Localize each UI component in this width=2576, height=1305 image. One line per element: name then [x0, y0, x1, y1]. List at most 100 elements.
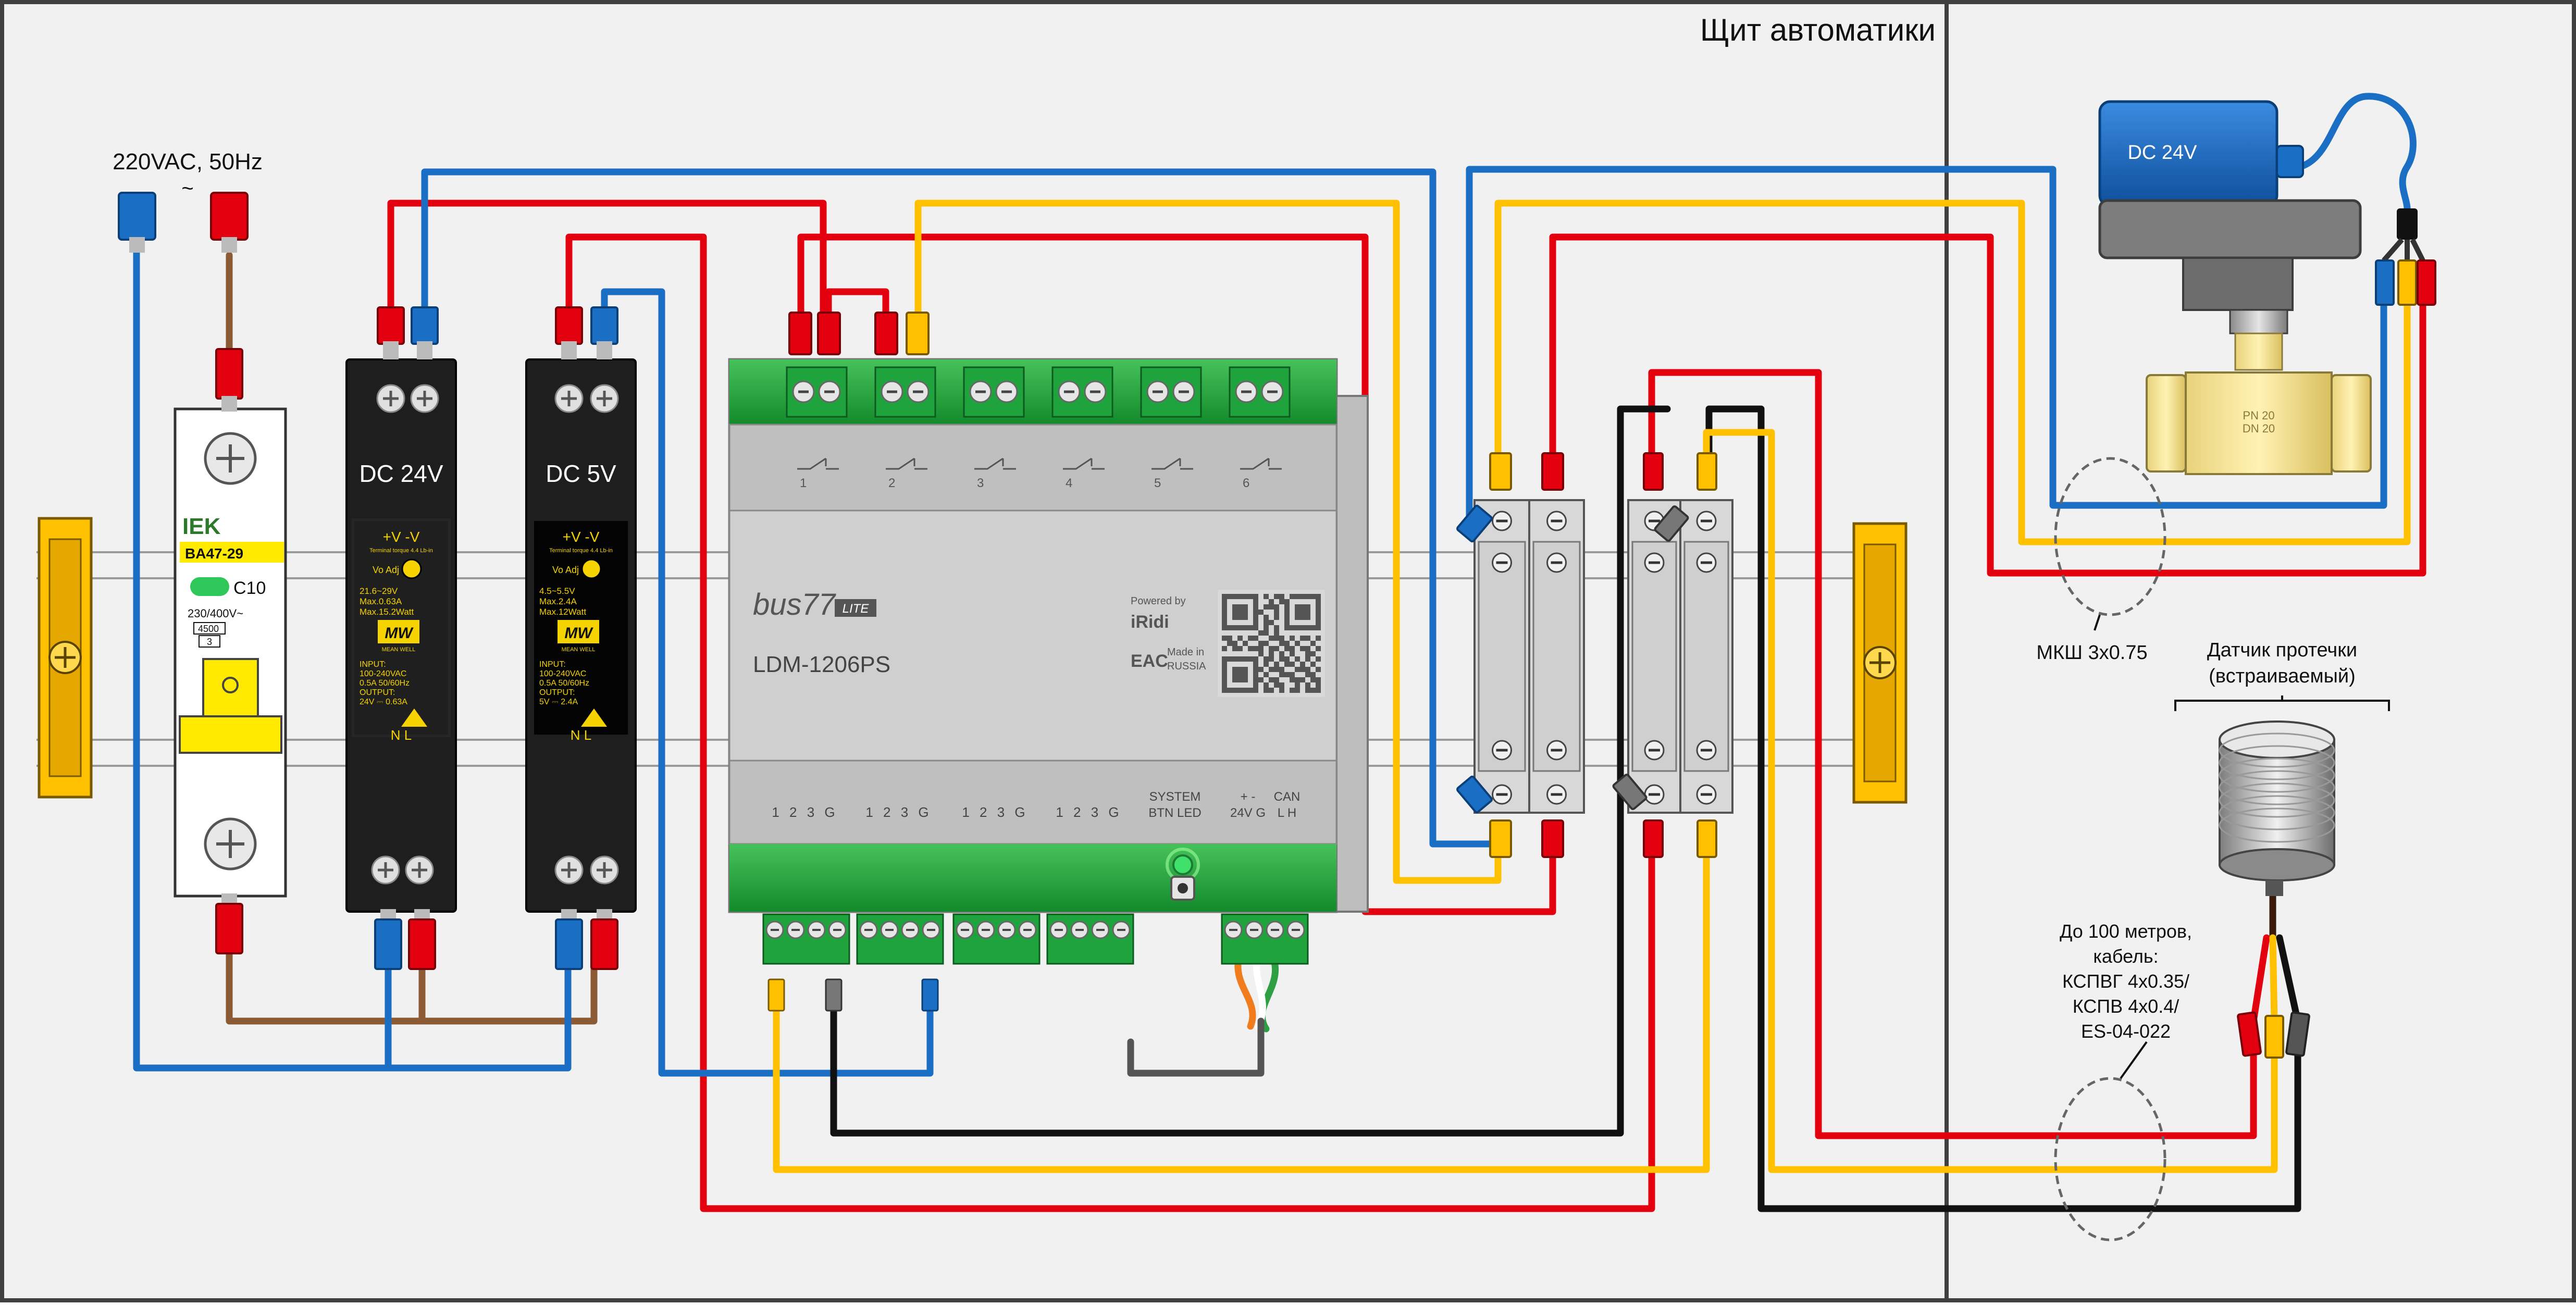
sensor-title-1: Датчик протечки — [2207, 639, 2357, 661]
cable-marker-sensor — [2054, 1077, 2166, 1241]
wires — [133, 93, 2426, 1212]
input-ferrules — [767, 978, 939, 1012]
breaker-rating: C10 — [233, 578, 266, 598]
mains-label: 220VAC, 50Hz — [113, 149, 263, 175]
psu24-input1: 100-240VAC — [360, 669, 406, 678]
breaker-voltage: 230/400V~ — [188, 607, 243, 620]
controller-model: LDM-1206PS — [753, 652, 890, 677]
psu5-input-title: INPUT: — [539, 660, 566, 669]
cable-label: МКШ 3х0.75 — [2036, 642, 2147, 664]
din-end-stop-left — [38, 517, 93, 799]
long-cable-label: До 100 метров, кабель: КСПВГ 4х0.35/ КСП… — [2060, 921, 2192, 1042]
terminal-block-group-1 — [1473, 499, 1585, 814]
input-group-label: 1 2 3 G — [865, 804, 932, 820]
din-end-stop-right — [1852, 522, 1908, 804]
relay-label: 4 — [1066, 476, 1072, 490]
relay-label: 5 — [1154, 476, 1161, 490]
breaker-toggle[interactable] — [202, 658, 259, 717]
svg-text:КСПВГ 4х0.35/: КСПВГ 4х0.35/ — [2062, 971, 2189, 992]
psu5-brand-sub: MEAN WELL — [562, 647, 596, 653]
psu24-torque: Terminal torque 4.4 Lb-in — [369, 548, 433, 554]
relay-labels: 1 2 3 4 5 6 — [797, 457, 1282, 490]
status-led — [1172, 854, 1193, 875]
psu24-spec3: Max.15.2Watt — [360, 607, 414, 617]
controller-brand: bus77 — [753, 588, 837, 622]
system-label: SYSTEM — [1149, 790, 1201, 804]
psu5-input1: 100-240VAC — [539, 669, 586, 678]
psu24-terminals: +V -V — [383, 529, 420, 545]
psu5-torque: Terminal torque 4.4 Lb-in — [549, 548, 613, 554]
mains-input: 220VAC, 50Hz ~ — [113, 149, 263, 253]
psu24-output-title: OUTPUT: — [360, 688, 395, 697]
psu5-spec2: Max.2.4A — [539, 596, 577, 606]
breaker-model: BA47-29 — [185, 545, 243, 562]
terminal-block-group-2 — [1627, 499, 1733, 814]
relay-terminals-top — [786, 366, 1291, 418]
svg-text:КСПВ 4х0.4/: КСПВ 4х0.4/ — [2073, 996, 2179, 1017]
psu24-brand: MW — [385, 625, 414, 642]
psu5-brand: MW — [564, 625, 593, 642]
made-in-country: RUSSIA — [1167, 661, 1206, 672]
circuit-breaker: IEK BA47-29 C10 230/400V~ 4500 3 — [174, 348, 287, 954]
psu24-nl: N L — [391, 727, 412, 743]
terminal-block-ferrules — [1456, 452, 1717, 858]
psu5-title: DC 5V — [546, 460, 616, 487]
power-sub-label: 24V G — [1230, 806, 1266, 820]
powered-by: Powered by — [1131, 595, 1186, 607]
input-group-labels: 1 2 3 G 1 2 3 G 1 2 3 G 1 2 3 G — [772, 804, 1122, 820]
psu5-nl: N L — [571, 727, 591, 743]
mains-symbol: ~ — [181, 177, 193, 200]
relay-label: 3 — [977, 476, 984, 490]
cable-marker-valve — [2054, 457, 2166, 616]
qr-code — [1218, 590, 1325, 697]
psu-5v: DC 5V +V -V Terminal torque 4.4 Lb-in Vo… — [525, 306, 637, 970]
controller-brand-badge: LITE — [843, 602, 870, 616]
input-group-label: 1 2 3 G — [1056, 804, 1122, 820]
relay-label: 2 — [888, 476, 895, 490]
relay-ferrules — [788, 312, 930, 355]
can-label: CAN — [1274, 790, 1301, 804]
psu24-input2: 0.5A 50/60Hz — [360, 679, 410, 688]
breaker-code1: 4500 — [198, 624, 219, 634]
breaker-brand: IEK — [182, 514, 221, 539]
relay-label: 6 — [1243, 476, 1249, 490]
motorized-valve: DC 24V PN 20 DN 20 — [2098, 100, 2436, 475]
psu24-title: DC 24V — [359, 460, 443, 487]
psu5-input2: 0.5A 50/60Hz — [539, 679, 589, 688]
psu24-output1: 24V ⎓ 0.63A — [360, 698, 407, 706]
svg-text:ES-04-022: ES-04-022 — [2081, 1021, 2171, 1042]
psu5-spec3: Max.12Watt — [539, 607, 586, 617]
psu5-output-title: OUTPUT: — [539, 688, 575, 697]
power-label: + - — [1241, 790, 1256, 804]
mains-line-ferrule — [210, 192, 249, 241]
psu24-spec2: Max.0.63A — [360, 596, 402, 606]
eac-mark: EAC — [1131, 651, 1168, 671]
zone-label: Щит автоматики — [1700, 13, 1936, 47]
psu24-brand-sub: MEAN WELL — [382, 647, 416, 653]
svg-text:До 100 метров,: До 100 метров, — [2060, 921, 2192, 942]
psu-24v: DC 24V +V -V Terminal torque 4.4 Lb-in V… — [345, 306, 457, 970]
psu24-spec1: 21.6~29V — [360, 586, 398, 596]
input-group-label: 1 2 3 G — [962, 804, 1028, 820]
psu24-input-title: INPUT: — [360, 660, 386, 669]
valve-label: DC 24V — [2127, 142, 2197, 164]
psu5-terminals: +V -V — [563, 529, 600, 545]
sensor-title-2: (встраиваемый) — [2209, 665, 2356, 687]
psu5-spec1: 4.5~5.5V — [539, 586, 575, 596]
psu24-adj: Vo Adj — [373, 565, 399, 575]
input-group-label: 1 2 3 G — [772, 804, 838, 820]
valve-pn: PN 20 — [2243, 409, 2274, 422]
breaker-code2: 3 — [207, 637, 212, 647]
svg-text:кабель:: кабель: — [2093, 946, 2158, 967]
can-sub-label: L H — [1278, 806, 1296, 820]
made-in: Made in — [1167, 647, 1204, 658]
valve-dn: DN 20 — [2243, 422, 2275, 435]
leak-sensor: Датчик протечки (встраиваемый) — [2174, 639, 2390, 1059]
relay-label: 1 — [800, 476, 807, 490]
mains-neutral-ferrule — [118, 192, 156, 241]
psu5-adj: Vo Adj — [552, 565, 579, 575]
btn-led-label: BTN LED — [1148, 806, 1201, 820]
